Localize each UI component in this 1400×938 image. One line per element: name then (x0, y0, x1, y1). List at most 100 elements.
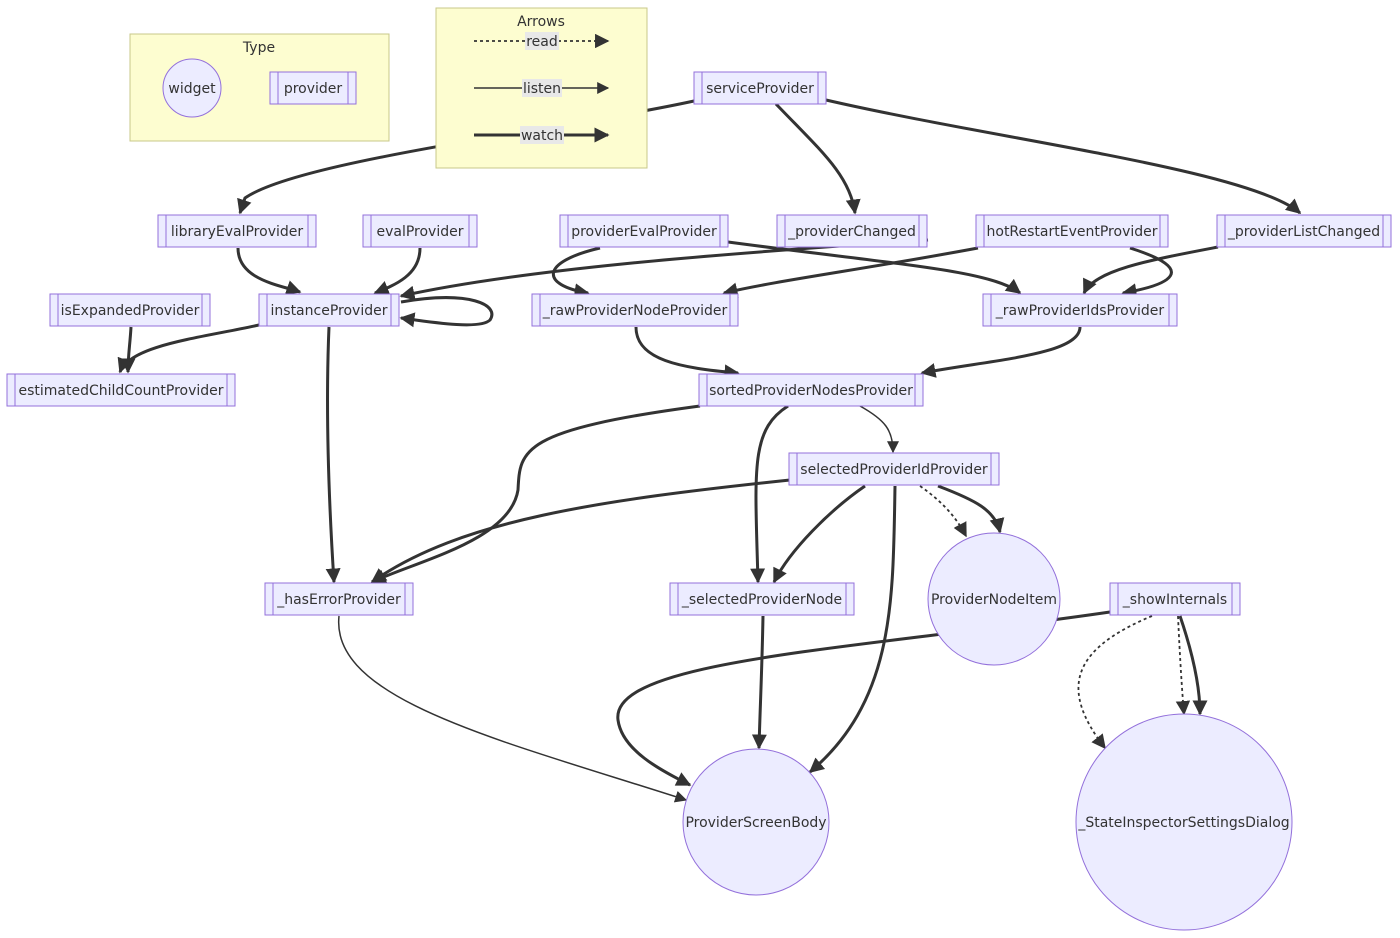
provider-node-shape (788, 452, 1000, 486)
legend-arrows: Arrows read listen watch (435, 7, 648, 169)
node-label: evalProvider (376, 224, 463, 240)
edge-watch-selectedProviderIdProvider-to-_selectedProviderNode (772, 484, 866, 584)
legend-widget-sample: widget (162, 58, 222, 118)
edge-watch-_showInternals-to-_StateInspectorSettingsDialog (1178, 615, 1208, 716)
node-label: selectedProviderIdProvider (800, 462, 988, 478)
node-label: instanceProvider (271, 303, 388, 319)
provider-node-shape (49, 293, 211, 327)
legend-watch-label: watch (521, 128, 563, 144)
edge-watch-serviceProvider-to-_providerChanged (774, 102, 861, 215)
edge-watch-sortedProviderNodesProvider-to-_hasErrorProvider (370, 404, 701, 584)
listen-label-bg (522, 79, 562, 97)
widget-node-shape (1075, 713, 1293, 931)
provider-shape-icon (269, 71, 357, 105)
node-_showInternals[interactable]: _showInternals (1109, 582, 1241, 616)
legend-arrows-title: Arrows (517, 14, 565, 30)
node-_rawProviderNodeProvider[interactable]: _rawProviderNodeProvider (531, 293, 739, 327)
edge-watch-isExpandedProvider-to-estimatedChildCountProvider (120, 326, 136, 374)
node-_StateInspectorSettingsDialog[interactable]: _StateInspectorSettingsDialog (1075, 713, 1293, 931)
edge-read-selectedProviderIdProvider-to-ProviderNodeItem (919, 485, 967, 538)
edge-watch-instanceProvider-to-estimatedChildCountProvider (117, 323, 260, 374)
edge-read-_showInternals-to-_StateInspectorSettingsDialog (1175, 615, 1191, 716)
node-selectedProviderIdProvider[interactable]: selectedProviderIdProvider (788, 452, 1000, 486)
edge-watch-selectedProviderIdProvider-to-ProviderScreenBody (808, 485, 897, 774)
node-label: _providerChanged (787, 224, 916, 240)
node-estimatedChildCountProvider[interactable]: estimatedChildCountProvider (6, 373, 236, 407)
edge-watch-_rawProviderIdsProvider-to-sortedProviderNodesProvider (920, 326, 1082, 378)
edge-watch-selectedProviderIdProvider-to-_hasErrorProvider (370, 478, 791, 584)
edge-watch-serviceProvider-to-_providerListChanged (825, 98, 1302, 215)
legend-type-title: Type (242, 40, 275, 56)
node-label: ProviderScreenBody (685, 815, 826, 831)
node-instanceProvider[interactable]: instanceProvider (258, 293, 400, 327)
provider-node-shape (693, 71, 827, 105)
node-label: _StateInspectorSettingsDialog (1077, 815, 1289, 831)
provider-node-shape (264, 582, 414, 616)
node-serviceProvider[interactable]: serviceProvider (693, 71, 827, 105)
node-label: serviceProvider (706, 81, 814, 97)
edge-watch-libraryEvalProvider-to-instanceProvider (236, 247, 302, 295)
edge-watch-hotRestartEventProvider-to-_rawProviderNodeProvider (722, 246, 979, 298)
edge-watch-selectedProviderIdProvider-to-ProviderNodeItem (937, 484, 1005, 534)
edge-watch-_showInternals-to-ProviderScreenBody (616, 610, 1111, 787)
edge-watch-providerEvalProvider-to-_rawProviderNodeProvider (552, 246, 601, 299)
edge-watch-sortedProviderNodesProvider-to-_selectedProviderNode (750, 404, 789, 584)
provider-node-shape (669, 582, 855, 616)
node-_hasErrorProvider[interactable]: _hasErrorProvider (264, 582, 414, 616)
node-_providerListChanged[interactable]: _providerListChanged (1216, 214, 1392, 248)
node-label: isExpandedProvider (61, 303, 200, 319)
widget-node-shape (682, 748, 830, 896)
node-providerEvalProvider[interactable]: providerEvalProvider (559, 214, 729, 248)
node-label: _rawProviderNodeProvider (542, 303, 728, 319)
provider-node-shape (698, 373, 924, 407)
node-label: _hasErrorProvider (276, 592, 401, 608)
node-_rawProviderIdsProvider[interactable]: _rawProviderIdsProvider (982, 293, 1178, 327)
read-label-bg (525, 32, 559, 50)
node-hotRestartEventProvider[interactable]: hotRestartEventProvider (975, 214, 1169, 248)
node-ProviderNodeItem[interactable]: ProviderNodeItem (927, 532, 1061, 666)
widget-node-shape (927, 532, 1061, 666)
provider-node-shape (531, 293, 739, 327)
edge-watch-_providerListChanged-to-_rawProviderIdsProvider (1082, 245, 1219, 295)
widget-shape-icon (162, 58, 222, 118)
node-label: _providerListChanged (1227, 224, 1380, 240)
provider-node-shape (1216, 214, 1392, 248)
edge-listen-_hasErrorProvider-to-ProviderScreenBody (338, 615, 688, 803)
provider-node-shape (982, 293, 1178, 327)
legend-provider-label: provider (284, 81, 343, 97)
node-isExpandedProvider[interactable]: isExpandedProvider (49, 293, 211, 327)
node-sortedProviderNodesProvider[interactable]: sortedProviderNodesProvider (698, 373, 924, 407)
edge-watch-providerEvalProvider-to-_rawProviderIdsProvider (727, 240, 1022, 295)
provider-node-shape (362, 214, 478, 248)
provider-node-shape (6, 373, 236, 407)
provider-node-shape (776, 214, 928, 248)
node-label: estimatedChildCountProvider (18, 383, 223, 399)
legend-read-label: read (526, 34, 558, 50)
node-label: _selectedProviderNode (681, 592, 842, 608)
edges-layer (117, 98, 1302, 803)
legend-provider-sample: provider (269, 71, 357, 105)
edge-read-_showInternals-to-_StateInspectorSettingsDialog (1077, 615, 1153, 750)
node-ProviderScreenBody[interactable]: ProviderScreenBody (682, 748, 830, 896)
node-evalProvider[interactable]: evalProvider (362, 214, 478, 248)
provider-node-shape (157, 214, 317, 248)
legend-type: Type widget provider (129, 33, 390, 142)
legend-arrow-listen: listen (474, 79, 610, 97)
edge-watch-evalProvider-to-instanceProvider (373, 247, 422, 295)
node-label: sortedProviderNodesProvider (709, 383, 913, 399)
nodes-layer: serviceProvider libraryEvalProvider evalPr… (6, 71, 1392, 931)
node-label: hotRestartEventProvider (987, 224, 1158, 240)
node-label: ProviderNodeItem (931, 592, 1057, 608)
edge-watch-_selectedProviderNode-to-ProviderScreenBody (751, 615, 767, 750)
node-_selectedProviderNode[interactable]: _selectedProviderNode (669, 582, 855, 616)
legend-arrow-read: read (474, 32, 610, 50)
edge-watch-instanceProvider-to-instanceProvider (399, 296, 494, 328)
node-_providerChanged[interactable]: _providerChanged (776, 214, 928, 248)
legend-arrow-watch: watch (474, 126, 610, 144)
node-label: libraryEvalProvider (171, 224, 304, 240)
edge-watch-_rawProviderNodeProvider-to-sortedProviderNodesProvider (634, 326, 740, 380)
edge-watch-instanceProvider-to-_hasErrorProvider (325, 326, 341, 584)
node-libraryEvalProvider[interactable]: libraryEvalProvider (157, 214, 317, 248)
legend-widget-label: widget (168, 81, 216, 97)
